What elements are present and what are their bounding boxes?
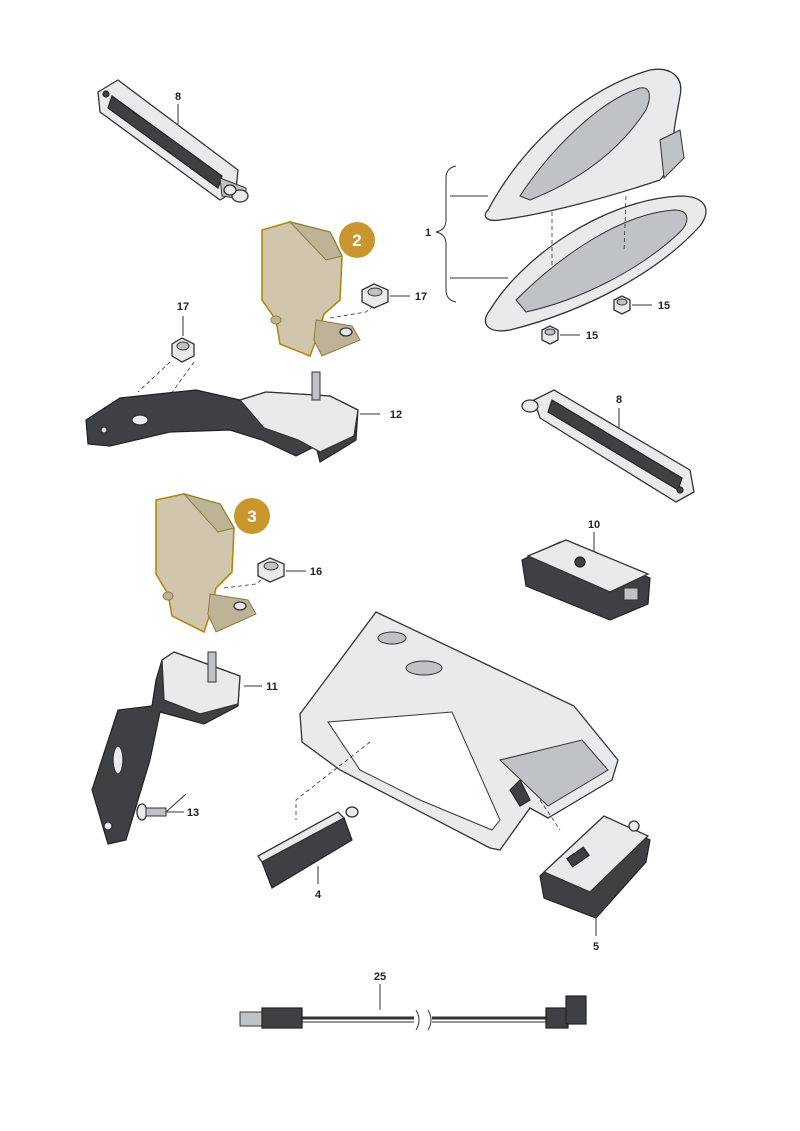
part-15-nut-b bbox=[541, 325, 559, 345]
callout-15-lower: 15 bbox=[586, 330, 598, 342]
callout-13: 13 bbox=[187, 807, 199, 819]
part-2-highlighted-module bbox=[261, 221, 361, 358]
part-8-amplifier-top bbox=[97, 79, 249, 203]
part-5-module bbox=[539, 815, 651, 919]
callout-17-right: 17 bbox=[415, 291, 427, 303]
callout-16: 16 bbox=[310, 566, 322, 578]
part-17-nut-a bbox=[361, 283, 389, 309]
callout-1: 1 bbox=[425, 227, 431, 239]
part-8-amplifier-right bbox=[521, 389, 695, 503]
part-1-roof-antenna bbox=[484, 68, 707, 332]
part-4-module bbox=[257, 806, 359, 889]
part-10-module bbox=[521, 539, 651, 621]
callout-5: 5 bbox=[593, 941, 599, 953]
part-13-rivet bbox=[136, 793, 187, 821]
dash-frame-4 bbox=[295, 741, 371, 820]
part-15-nut-a bbox=[613, 295, 631, 315]
part-3-highlighted-module bbox=[155, 493, 257, 634]
dash-3-16 bbox=[223, 575, 267, 589]
badge-2[interactable]: 2 bbox=[339, 222, 375, 258]
callout-15-upper: 15 bbox=[658, 300, 670, 312]
central-frame bbox=[299, 611, 619, 851]
part-25-cable bbox=[239, 995, 587, 1031]
callout-8-top: 8 bbox=[175, 91, 181, 103]
callout-25: 25 bbox=[374, 971, 386, 983]
badge-2-text: 2 bbox=[352, 231, 361, 250]
part-17-nut-b bbox=[171, 337, 195, 363]
callout-4: 4 bbox=[315, 889, 322, 901]
badge-3-text: 3 bbox=[247, 507, 256, 526]
callout-11: 11 bbox=[266, 681, 278, 693]
bracket-part-1 bbox=[435, 165, 457, 303]
callout-12: 12 bbox=[390, 409, 402, 421]
part-16-nut bbox=[257, 557, 285, 583]
part-11-bracket bbox=[91, 651, 241, 845]
dash-frame-5 bbox=[539, 799, 561, 831]
badge-3[interactable]: 3 bbox=[234, 498, 270, 534]
callout-8-right: 8 bbox=[616, 394, 622, 406]
callout-17-left: 17 bbox=[177, 301, 189, 313]
part-12-bracket bbox=[85, 371, 359, 463]
callout-10: 10 bbox=[588, 519, 600, 531]
